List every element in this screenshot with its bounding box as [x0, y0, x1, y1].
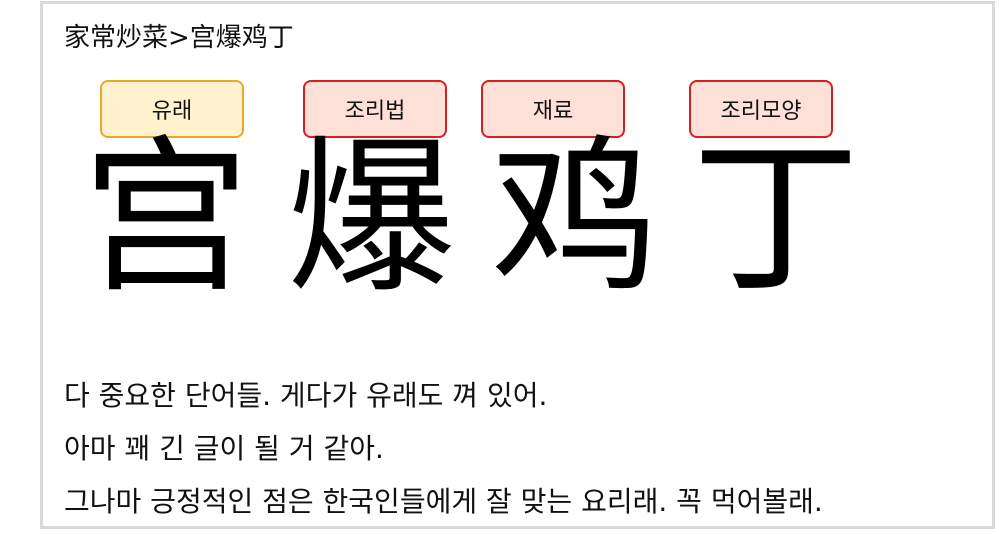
body-line-2: 아마 꽤 긴 글이 될 거 같아.: [64, 432, 384, 465]
tag-cooking-method-label: 조리법: [344, 99, 406, 124]
body-line-3: 그나마 긍정적인 점은 한국인들에게 잘 맞는 요리래. 꼭 먹어볼래.: [64, 485, 823, 518]
tag-cut-shape[interactable]: 조리모양: [689, 80, 833, 138]
tag-ingredient-label: 재료: [532, 99, 574, 124]
tag-cooking-method[interactable]: 조리법: [303, 80, 447, 138]
tag-origin[interactable]: 유래: [100, 80, 244, 138]
body-line-1: 다 중요한 단어들. 게다가 유래도 껴 있어.: [64, 379, 548, 412]
hanzi-ji: 鸡: [491, 120, 659, 316]
breadcrumb: 家常炒菜>宫爆鸡丁: [64, 23, 294, 53]
tag-origin-label: 유래: [151, 99, 193, 124]
tag-cut-shape-label: 조리모양: [720, 99, 802, 124]
hanzi-bao: 爆: [287, 120, 455, 316]
hanzi-ding: 丁: [692, 120, 860, 316]
tag-ingredient[interactable]: 재료: [481, 80, 625, 138]
hanzi-gong: 宫: [82, 120, 250, 316]
